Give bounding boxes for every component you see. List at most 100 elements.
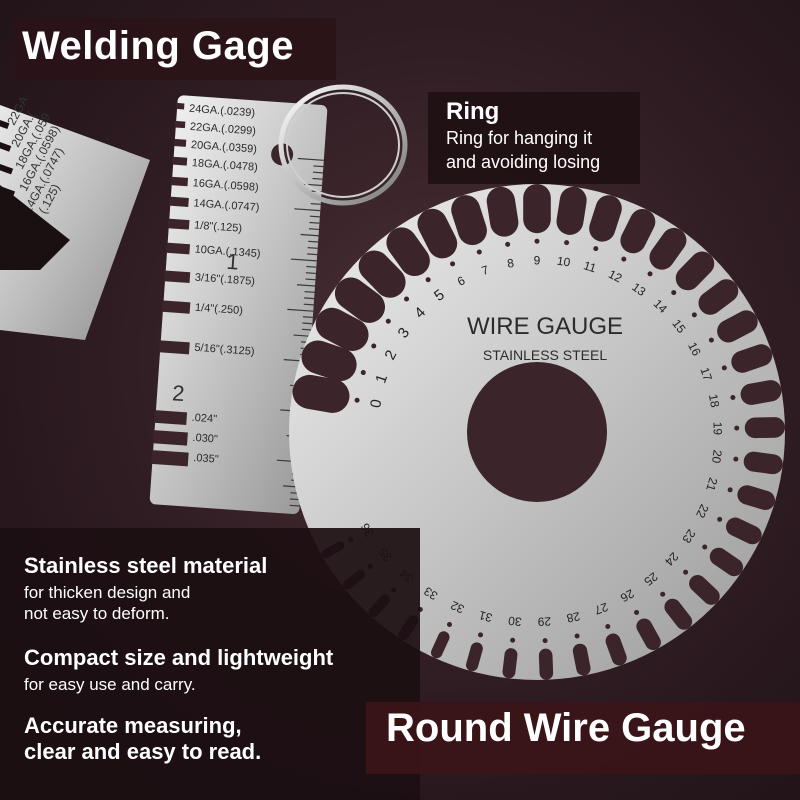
gauge-slot xyxy=(556,186,587,235)
back-gage-notch xyxy=(0,164,14,175)
gauge-slot xyxy=(620,209,656,254)
gage-label: 5/16"(.3125) xyxy=(194,342,255,358)
gauge-slot xyxy=(589,195,622,242)
gauge-slot xyxy=(572,643,591,676)
gage-notch xyxy=(169,196,189,207)
feature-sub-2a: for easy use and carry. xyxy=(24,675,196,694)
wire-gauge-sublabel: STAINLESS STEEL xyxy=(483,347,607,363)
gauge-slot xyxy=(386,227,430,277)
gauge-number: 27 xyxy=(592,600,610,618)
gauge-hole xyxy=(730,394,736,400)
gauge-hole xyxy=(360,370,366,376)
gauge-slot xyxy=(315,307,369,351)
gauge-number: 28 xyxy=(565,609,581,625)
gage-label: 24GA.(.0239) xyxy=(189,103,256,120)
gauge-slot xyxy=(717,310,758,343)
gage-label: 18GA.(.0478) xyxy=(191,157,258,174)
gauge-hole xyxy=(733,456,739,462)
gauge-slot xyxy=(675,251,715,291)
feature-heading-3: Accurate measuring, xyxy=(24,713,242,738)
title-banner xyxy=(14,18,336,80)
gauge-hole xyxy=(476,249,482,255)
gage-notch xyxy=(163,270,191,284)
gauge-hole xyxy=(717,516,723,522)
gauge-number: 10 xyxy=(556,254,572,270)
gauge-number: 0 xyxy=(367,398,385,409)
gauge-slot xyxy=(334,277,386,323)
gage-label: 10GA.(.1345) xyxy=(194,244,261,261)
back-gage-notch xyxy=(0,142,12,152)
gauge-slot xyxy=(417,208,458,259)
ruler-tick xyxy=(303,303,314,306)
gauge-slot xyxy=(740,380,782,405)
ruler-tick xyxy=(305,272,316,275)
gauge-slot xyxy=(709,547,744,577)
gauge-hole xyxy=(510,637,516,643)
gauge-hole xyxy=(621,256,627,262)
gauge-hole xyxy=(593,246,599,252)
gage-label: 14GA.(.0747) xyxy=(193,197,260,214)
ruler-tick xyxy=(305,278,316,281)
ring-desc-line-2: and avoiding losing xyxy=(446,152,601,172)
product-name-banner xyxy=(366,702,800,774)
gauge-hole xyxy=(605,624,611,630)
gauge-hole xyxy=(505,241,511,247)
gauge-hole xyxy=(702,544,708,550)
gauge-hole xyxy=(734,425,740,431)
ruler-tick xyxy=(302,322,313,325)
gage-notch xyxy=(161,300,191,314)
gage-label: 16GA.(.0598) xyxy=(192,177,259,194)
gauge-number: 21 xyxy=(703,476,720,493)
wire-gauge-label: WIRE GAUGE xyxy=(467,313,623,340)
ring-heading: Ring xyxy=(446,98,500,125)
feature-sub-1a: for thicken design and xyxy=(24,583,191,602)
ruler-tick xyxy=(309,215,320,218)
features-panel xyxy=(0,528,420,800)
gauge-slot xyxy=(698,279,739,315)
gauge-hole xyxy=(534,238,540,244)
gauge-number: 17 xyxy=(697,366,715,383)
ruler-tick xyxy=(297,284,316,287)
gauge-slot xyxy=(731,344,773,373)
ruler-tick xyxy=(309,221,320,224)
ring-callout xyxy=(428,92,640,184)
ruler-tick xyxy=(307,247,318,249)
gauge-slot xyxy=(466,642,483,672)
gauge-slot xyxy=(292,374,350,413)
gauge-hole xyxy=(478,632,484,638)
page-title: Welding Gage xyxy=(22,24,294,68)
ruler-tick xyxy=(297,157,324,161)
gauge-hole xyxy=(647,271,653,277)
gauge-hole xyxy=(708,337,714,343)
gage-label: .024" xyxy=(191,412,217,426)
gauge-slot xyxy=(636,618,661,651)
gauge-number: 22 xyxy=(693,502,712,520)
ruler-tick xyxy=(312,177,323,180)
gauge-slot xyxy=(737,485,775,510)
gauge-number: 9 xyxy=(534,253,541,267)
ruler-tick xyxy=(304,297,315,300)
ring-desc-line-1: Ring for hanging it xyxy=(446,128,593,148)
gauge-slot xyxy=(486,186,519,237)
gage-label: 1/4"(.250) xyxy=(195,302,244,317)
gauge-slot xyxy=(451,195,487,246)
gauge-hole xyxy=(450,261,456,267)
back-gage-notch xyxy=(0,120,10,130)
gauge-number: 29 xyxy=(537,614,551,629)
gage-label: 3/16"(.1875) xyxy=(194,272,255,288)
gauge-slot xyxy=(301,340,357,382)
gauge-hole xyxy=(446,622,452,628)
gauge-hole xyxy=(371,343,377,349)
gauge-hole xyxy=(671,290,677,296)
gauge-slot xyxy=(523,184,551,234)
ruler-tick xyxy=(308,228,320,231)
gauge-number: 32 xyxy=(448,598,466,616)
gauge-hole xyxy=(354,397,360,403)
welding-gage: 24GA.(.0239)22GA.(.0299)20GA.(.0359)18GA… xyxy=(149,95,328,515)
gauge-slot xyxy=(744,417,785,439)
ruler-tick xyxy=(306,265,317,268)
gage-notch xyxy=(167,218,190,230)
ruler-tick xyxy=(307,253,318,256)
gauge-slot xyxy=(689,575,720,605)
gauge-slot xyxy=(743,451,783,475)
